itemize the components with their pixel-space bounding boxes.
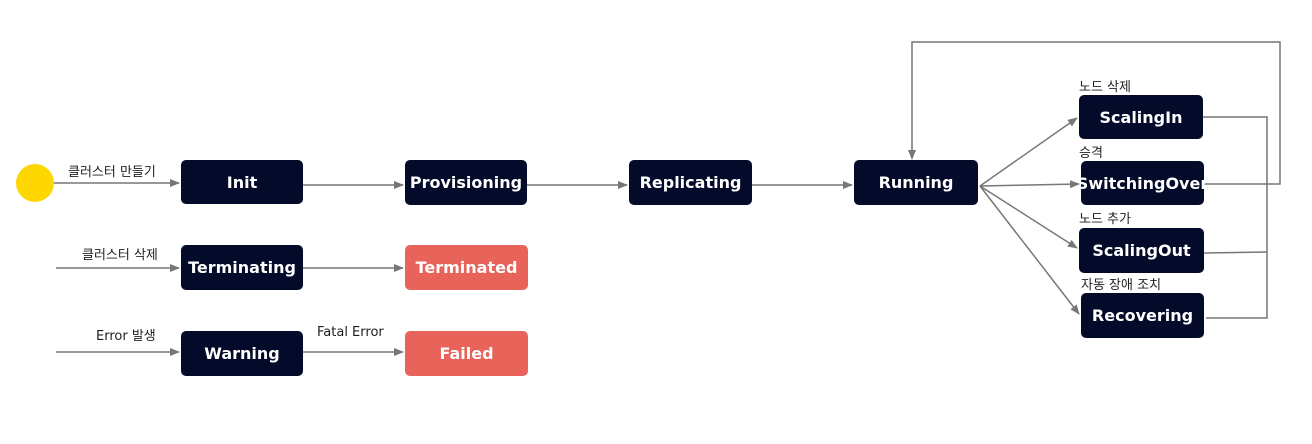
edge-running-recovering — [979, 185, 1080, 315]
state-scaling-out: ScalingOut — [1079, 228, 1204, 273]
edge-scalingout-merge — [1203, 251, 1268, 254]
edge-running-scalingin — [979, 117, 1078, 187]
label-node-add: 노드 추가 — [1079, 212, 1131, 227]
state-failed: Failed — [405, 331, 528, 376]
edge-return-loop-top — [908, 41, 1281, 185]
state-init: Init — [181, 160, 303, 204]
edge-running-scalingout — [979, 185, 1078, 249]
label-fatal-error: Fatal Error — [317, 325, 384, 340]
state-running: Running — [854, 160, 978, 205]
state-scaling-in: ScalingIn — [1079, 95, 1203, 139]
state-terminating: Terminating — [181, 245, 303, 290]
label-error-occurred: Error 발생 — [96, 329, 156, 344]
label-auto-failover: 자동 장애 조치 — [1081, 278, 1162, 293]
label-promote: 승격 — [1079, 146, 1103, 161]
state-recovering: Recovering — [1081, 293, 1204, 338]
label-node-delete: 노드 삭제 — [1079, 80, 1131, 95]
state-provisioning: Provisioning — [405, 160, 527, 205]
edge-running-switchingover — [979, 180, 1080, 189]
edge-return-merge — [1203, 116, 1268, 319]
state-switching-over: SwitchingOver — [1077, 161, 1208, 205]
label-create-cluster: 클러스터 만들기 — [68, 165, 156, 180]
state-terminated: Terminated — [405, 245, 528, 290]
state-warning: Warning — [181, 331, 303, 376]
state-replicating: Replicating — [629, 160, 752, 205]
label-delete-cluster: 클러스터 삭제 — [82, 248, 158, 263]
start-point — [16, 164, 54, 202]
